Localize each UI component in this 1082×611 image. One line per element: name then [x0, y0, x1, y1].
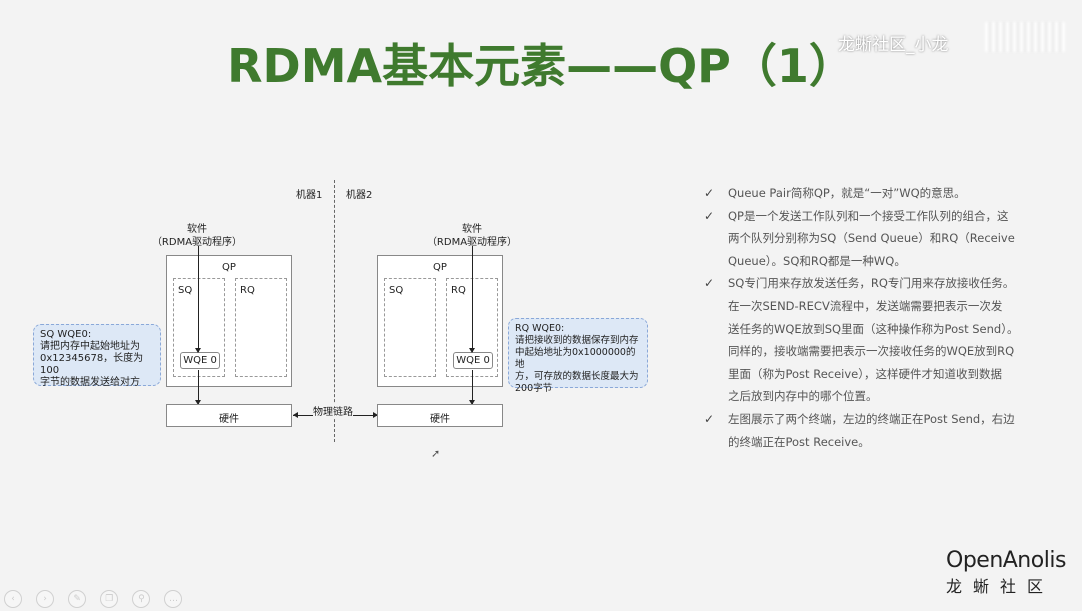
- physical-link-label: 物理链路: [313, 403, 353, 418]
- right-sq-label: SQ: [389, 285, 404, 296]
- bullet-line: 在一次SEND-RECV流程中，发送端需要把表示一次发: [728, 298, 1003, 313]
- bullet-line: Queue）。SQ和RQ都是一种WQ。: [728, 253, 906, 268]
- bullet-line: 两个队列分别称为SQ（Send Queue）和RQ（Receive: [728, 231, 1015, 246]
- watermark-logo: [985, 22, 1065, 52]
- left-software-label: 软件: [187, 224, 207, 235]
- check-icon: ✓: [704, 276, 715, 291]
- rq-note-line: RQ WQE0:: [515, 323, 565, 334]
- pen-icon[interactable]: ✎: [68, 589, 87, 608]
- check-icon: ✓: [704, 411, 715, 426]
- zoom-icon[interactable]: ⚲: [132, 589, 151, 608]
- left-wqe-label: WQE 0: [183, 355, 217, 366]
- sq-note-line: SQ WQE0:: [40, 329, 92, 340]
- machine2-label: 机器2: [346, 190, 373, 201]
- bullet-line: 送任务的WQE放到SQ里面（这种操作称为Post Send）。: [728, 321, 1019, 336]
- rq-note-line: 中起始地址为0x1000000的地: [515, 347, 636, 370]
- bullet-line: 左图展示了两个终端，左边的终端正在Post Send，右边: [728, 411, 1015, 426]
- right-wqe-box: WQE 0: [453, 352, 493, 369]
- bullet-line: 之后放到内存中的哪个位置。: [728, 389, 878, 404]
- sq-note-line: 请把内存中起始地址为: [40, 341, 140, 352]
- openanolis-logo: OpenAnolis 龙蜥社区: [946, 548, 1066, 597]
- right-driver-label: （RDMA驱动程序）: [426, 237, 518, 248]
- left-qp-box: QP SQ WQE 0 RQ: [166, 255, 292, 387]
- check-icon: ✓: [704, 208, 715, 223]
- sq-wqe-note: SQ WQE0: 请把内存中起始地址为 0x12345678，长度为100 字节…: [33, 324, 161, 388]
- watermark: 龙蜥社区_小龙: [838, 35, 949, 55]
- machine1-label: 机器1: [296, 190, 323, 201]
- bullet-line: 同样的，接收端需要把表示一次接收任务的WQE放到RQ: [728, 344, 1015, 359]
- rq-note-line: 200字节: [515, 383, 553, 394]
- bullet-item: ✓ SQ专门用来存放发送任务，RQ专门用来存放接收任务。 在一次SEND-REC…: [704, 272, 1034, 408]
- bullet-line: QP是一个发送工作队列和一个接受工作队列的组合，这: [728, 208, 1009, 223]
- bullet-line: 里面（称为Post Receive），这样硬件才知道收到数据: [728, 366, 1002, 381]
- link-arrow-left-icon: [293, 412, 298, 418]
- mouse-cursor-icon: ➚: [431, 447, 441, 460]
- left-qp-label: QP: [222, 262, 236, 273]
- left-hardware-label: 硬件: [219, 414, 239, 425]
- next-icon[interactable]: ›: [36, 589, 55, 608]
- bullet-line: Queue Pair简称QP，就是“一对”WQ的意思。: [728, 186, 966, 200]
- sq-note-line: 字节的数据发送给对方: [40, 377, 140, 388]
- rq-note-line: 方，可存放的数据长度最大为: [515, 371, 639, 382]
- check-icon: ✓: [704, 186, 715, 200]
- right-software-label: 软件: [462, 224, 482, 235]
- slide-title: RDMA基本元素——QP（1）: [227, 39, 855, 93]
- right-sq-box: SQ: [384, 278, 436, 377]
- logo-wordmark: OpenAnolis: [946, 548, 1066, 573]
- copy-icon[interactable]: ❐: [100, 589, 119, 608]
- right-rq-label: RQ: [451, 285, 466, 296]
- bullet-item: ✓ 左图展示了两个终端，左边的终端正在Post Send，右边 的终端正在Pos…: [704, 408, 1034, 453]
- link-arrow-right-icon: [373, 412, 378, 418]
- left-sq-label: SQ: [178, 285, 193, 296]
- right-hardware-label: 硬件: [430, 414, 450, 425]
- bullet-list: ✓ Queue Pair简称QP，就是“一对”WQ的意思。 ✓ QP是一个发送工…: [704, 182, 1034, 453]
- right-hardware-arrow: [469, 370, 475, 405]
- bullet-item: ✓ Queue Pair简称QP，就是“一对”WQ的意思。: [704, 182, 1034, 205]
- bullet-line: SQ专门用来存放发送任务，RQ专门用来存放接收任务。: [728, 276, 1015, 291]
- left-software-arrow: [195, 246, 201, 353]
- right-qp-box: QP SQ RQ WQE 0: [377, 255, 503, 387]
- left-rq-box: RQ: [235, 278, 287, 377]
- prev-icon[interactable]: ‹: [4, 589, 22, 608]
- left-hardware-box: 硬件: [166, 404, 292, 427]
- bullet-item: ✓ QP是一个发送工作队列和一个接受工作队列的组合，这 两个队列分别称为SQ（S…: [704, 205, 1034, 273]
- more-icon[interactable]: …: [164, 589, 183, 608]
- logo-subtitle: 龙蜥社区: [946, 577, 1055, 596]
- sq-note-line: 0x12345678，长度为100: [40, 353, 144, 376]
- bullet-line: 的终端正在Post Receive。: [728, 434, 870, 449]
- left-wqe-box: WQE 0: [180, 352, 220, 369]
- right-qp-label: QP: [433, 262, 447, 273]
- machine-divider: [334, 180, 335, 442]
- left-sq-box: SQ WQE 0: [173, 278, 225, 377]
- presentation-toolbar: ‹ › ✎ ❐ ⚲ …: [4, 588, 191, 608]
- left-driver-label: （RDMA驱动程序）: [151, 237, 243, 248]
- right-wqe-label: WQE 0: [456, 355, 490, 366]
- right-software-arrow: [469, 246, 475, 353]
- rq-note-line: 请把接收到的数据保存到内存: [515, 335, 639, 346]
- left-hardware-arrow: [195, 370, 201, 405]
- right-hardware-box: 硬件: [377, 404, 503, 427]
- left-rq-label: RQ: [240, 285, 255, 296]
- rq-wqe-note: RQ WQE0: 请把接收到的数据保存到内存 中起始地址为0x1000000的地…: [508, 318, 648, 394]
